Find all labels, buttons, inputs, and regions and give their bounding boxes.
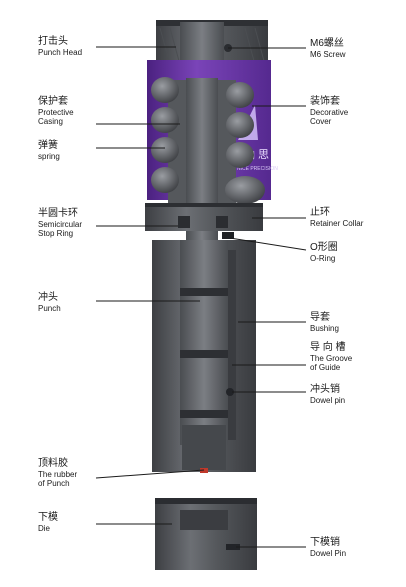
- retainer-collar: [145, 203, 263, 231]
- leader-lines: [95, 46, 307, 548]
- punch-tip: [182, 425, 226, 470]
- bushing: [152, 240, 256, 472]
- dowel-pin: [226, 388, 234, 396]
- o-ring: [222, 232, 234, 239]
- die: [155, 498, 257, 570]
- die-dowel-pin: [226, 544, 240, 550]
- spring: [151, 77, 265, 204]
- cover-logo-sub: NICE PRECISION: [237, 166, 278, 172]
